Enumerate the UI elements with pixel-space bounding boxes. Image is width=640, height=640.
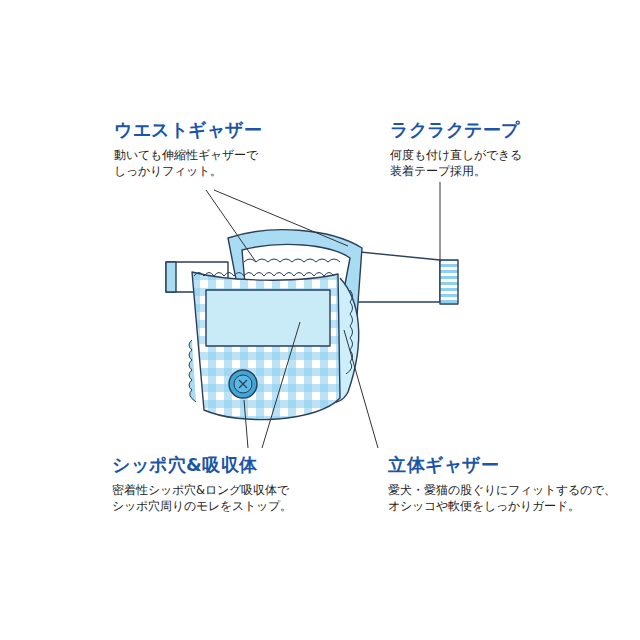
front-panel	[192, 272, 340, 420]
callout-heading: シッポ穴&吸収体	[112, 453, 258, 477]
leader-line	[344, 330, 378, 448]
leader-lines	[206, 182, 440, 448]
left-tab-end	[166, 262, 176, 292]
leader-line	[262, 322, 300, 448]
window	[206, 290, 330, 346]
waist-gather	[244, 259, 340, 262]
leg-gather-ruffle	[346, 290, 353, 374]
front-ruffle	[194, 273, 334, 277]
callout-description: 密着性シッポ穴&ロング吸収体で シッポ穴周りのモレをストップ。	[112, 483, 322, 514]
leader-line	[206, 190, 256, 262]
tail-hole-cross	[239, 380, 247, 388]
left-leg-gather	[189, 340, 196, 402]
callout-description: 愛犬・愛猫の股ぐりにフィットするので、 オシッコや軟便をしっかりガード。	[388, 483, 626, 514]
callout-heading: 立体ギャザー	[388, 453, 499, 477]
leader-line	[440, 182, 441, 262]
tail-hole	[229, 370, 257, 398]
tail-hole-inner	[234, 375, 252, 393]
leader-line	[214, 190, 348, 246]
callout-description: 動いても伸縮性ギャザーで しっかりフィット。	[114, 148, 284, 179]
leader-line	[244, 400, 248, 448]
callout-description: 何度も付け直しができる 装着テープ採用。	[390, 148, 550, 179]
callout-heading: ウエストギャザー	[114, 118, 262, 142]
tape	[440, 260, 458, 304]
callout-heading: ラクラクテープ	[390, 118, 520, 142]
